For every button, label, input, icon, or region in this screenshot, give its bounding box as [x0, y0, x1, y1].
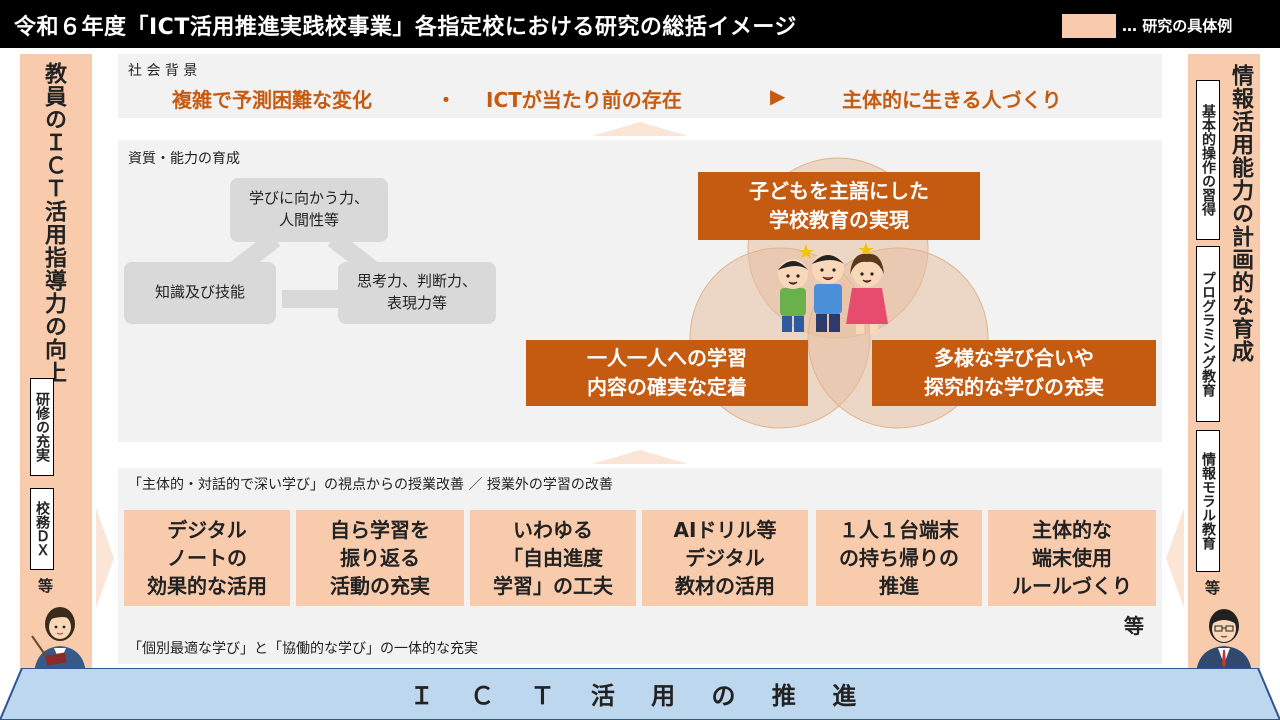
digital-notes-box: デジタル ノートの 効果的な活用 [124, 510, 290, 606]
independent-people-text: 主体的に生きる人づくり [842, 88, 1062, 112]
title-bar: 令和６年度「ICT活用推進実践校事業」各指定校における研究の総括イメージ … 研… [0, 0, 1280, 48]
school-dx-box: 校務ＤＸ [30, 488, 54, 570]
ai-drill-box: AIドリル等 デジタル 教材の活用 [642, 510, 808, 606]
right-inward-chevron [1166, 508, 1184, 608]
arrow-right-icon: ▶ [770, 84, 786, 108]
male-teacher-illustration [1196, 609, 1252, 674]
programming-education-box: プログラミング教育 [1196, 246, 1220, 422]
diverse-learning-box: 多様な学び合いや 探究的な学びの充実 [872, 340, 1156, 406]
device-rules-box: 主体的な 端末使用 ルールづくり [988, 510, 1156, 606]
left-side-panel: 教員のＩＣＴ活用指導力の向上 研修の充実 校務ＤＸ 等 [20, 54, 92, 670]
complex-change-text: 複雑で予測困難な変化 [172, 88, 372, 112]
qualities-label: 資質・能力の育成 [128, 151, 240, 167]
qualities-panel: 資質・能力の育成 学びに向かう力、 人間性等 知識及び技能 思考力、判断力、 表… [118, 140, 1162, 442]
info-literacy-heading: 情報活用能力の計画的な育成 [1228, 64, 1253, 363]
ict-promotion-foundation [0, 668, 1280, 720]
right-etc-label: 等 [1203, 580, 1221, 595]
connector-bottom [282, 290, 342, 308]
legend-swatch [1062, 14, 1116, 38]
self-reflection-box: 自ら学習を 振り返る 活動の充実 [296, 510, 464, 606]
separator-dot: ・ [436, 88, 456, 112]
improvement-etc-label: 等 [1124, 614, 1144, 638]
individual-collaborative-label: 「個別最適な学び」と「協働的な学び」の一体的な充実 [128, 641, 478, 657]
thinking-judgment-box: 思考力、判断力、 表現力等 [338, 262, 496, 324]
left-inward-chevron [96, 508, 114, 608]
individual-learning-box: 一人一人への学習 内容の確実な定着 [526, 340, 808, 406]
free-progress-learning-box: いわゆる 「自由進度 学習」の工夫 [470, 510, 636, 606]
social-background-label: 社 会 背 景 [128, 63, 198, 79]
left-etc-label: 等 [36, 578, 54, 593]
training-box: 研修の充実 [30, 378, 54, 476]
children-running-illustration [778, 242, 888, 334]
info-moral-education-box: 情報モラル教育 [1196, 430, 1220, 572]
up-arrow-2 [592, 450, 688, 464]
basic-operation-box: 基本的操作の習得 [1196, 80, 1220, 240]
right-side-panel: 情報活用能力の計画的な育成 基本的操作の習得 プログラミング教育 情報モラル教育… [1188, 54, 1260, 670]
lesson-improvement-panel: 「主体的・対話的で深い学び」の視点からの授業改善 ／ 授業外の学習の改善 デジタ… [118, 468, 1162, 664]
child-subject-education-box: 子どもを主語にした 学校教育の実現 [698, 172, 980, 240]
ict-promotion-label: Ｉ Ｃ Ｔ 活 用 の 推 進 [409, 682, 871, 710]
legend-label: … 研究の具体例 [1122, 17, 1233, 35]
lesson-improvement-label: 「主体的・対話的で深い学び」の視点からの授業改善 ／ 授業外の学習の改善 [128, 477, 613, 493]
motivation-humanity-box: 学びに向かう力、 人間性等 [230, 178, 388, 242]
knowledge-skills-box: 知識及び技能 [124, 262, 276, 324]
up-arrow-1 [592, 122, 688, 136]
take-home-device-box: １人１台端末 の持ち帰りの 推進 [816, 510, 982, 606]
social-background-panel: 社 会 背 景 複雑で予測困難な変化 ・ ICTが当たり前の存在 ▶ 主体的に生… [118, 54, 1162, 118]
page-title: 令和６年度「ICT活用推進実践校事業」各指定校における研究の総括イメージ [14, 15, 797, 40]
female-teacher-illustration [31, 607, 86, 674]
teacher-ict-skill-heading: 教員のＩＣＴ活用指導力の向上 [41, 62, 66, 384]
ict-commonplace-text: ICTが当たり前の存在 [486, 88, 682, 112]
